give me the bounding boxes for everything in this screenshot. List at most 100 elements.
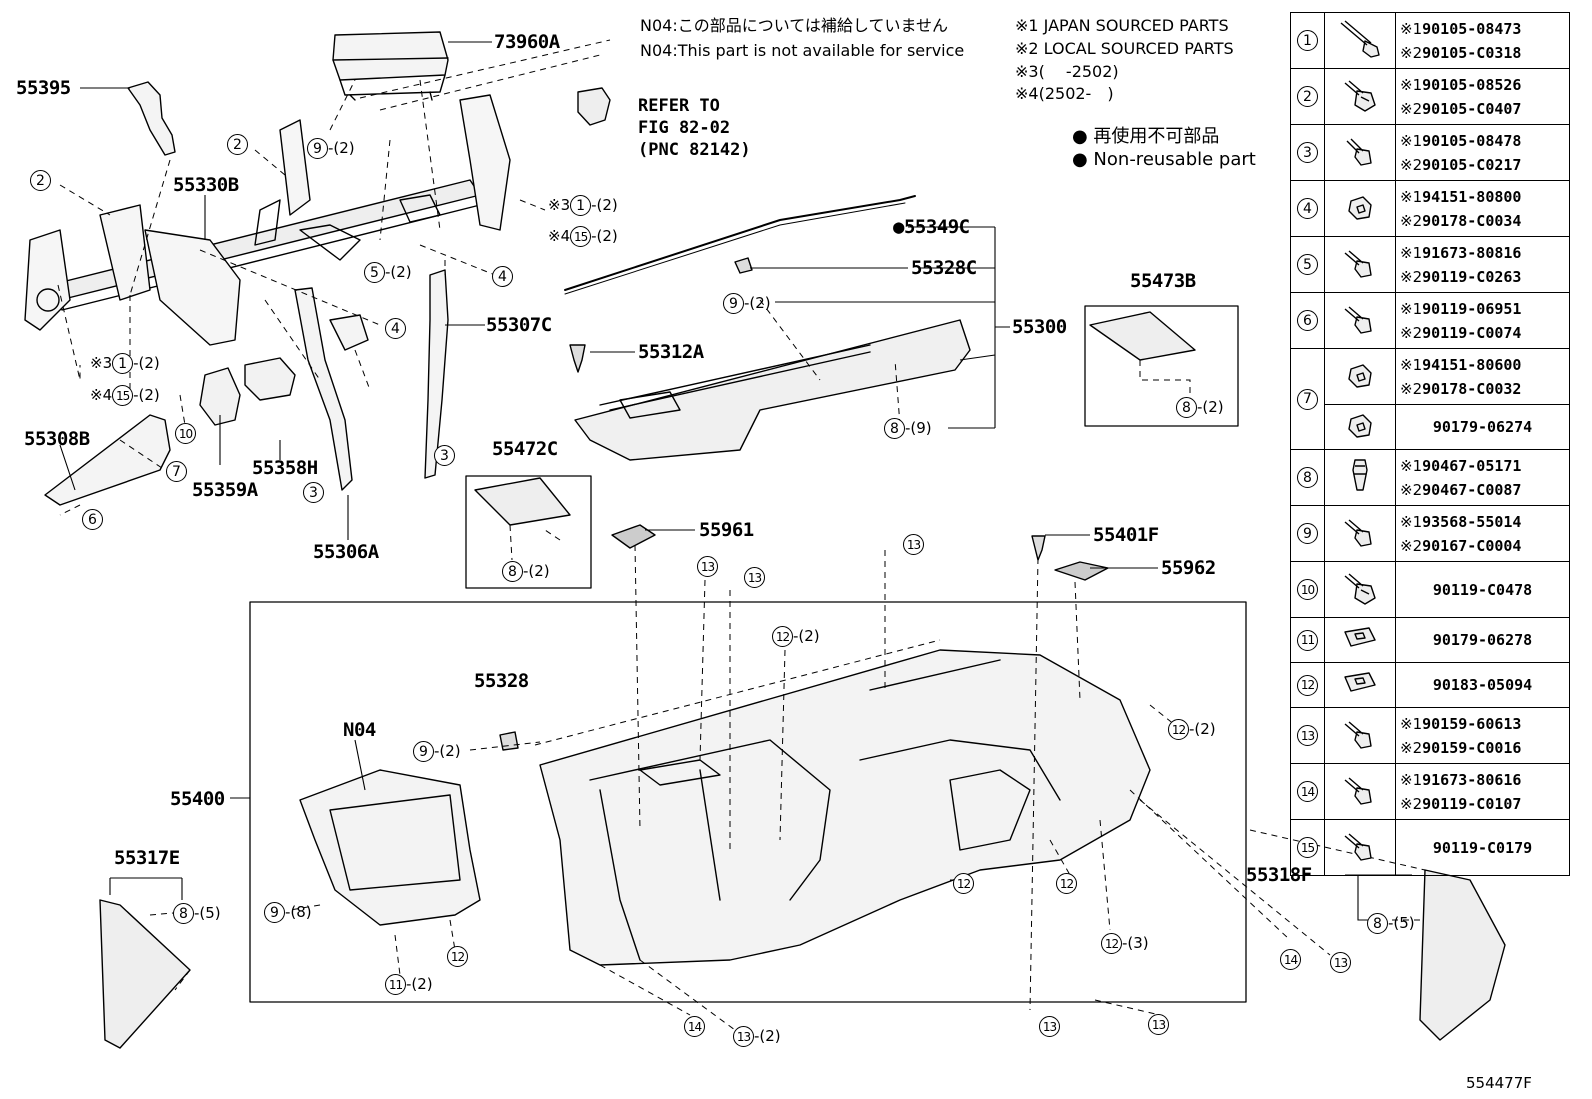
callout-2: 2 xyxy=(227,134,248,155)
callout-9: 9-(2) xyxy=(413,741,461,762)
label-N04: N04 xyxy=(343,719,376,741)
parts-table-partnumber-cell: ※190105-08478※290105-C0217 xyxy=(1395,124,1570,181)
callout-9: 9-(8) xyxy=(264,902,312,923)
label-55359A: 55359A xyxy=(192,479,258,501)
part-number-text: 90178-C0034 xyxy=(1422,211,1522,230)
fastener-number: 1 xyxy=(1297,30,1318,52)
label-55300: 55300 xyxy=(1012,316,1067,338)
fastener-number: 6 xyxy=(1297,310,1318,332)
parts-table-number-cell: 12 xyxy=(1290,662,1325,708)
callout-number: 12 xyxy=(1168,719,1189,740)
parts-table-row: 9※193568-55014※290167-C0004 xyxy=(1290,505,1570,562)
parts-table-number-cell: 7 xyxy=(1290,348,1325,450)
parts-table-number-cell: 11 xyxy=(1290,617,1325,663)
label-73960A: 73960A xyxy=(494,31,560,53)
callout-13: 13-(2) xyxy=(733,1026,781,1047)
callout-number: 9 xyxy=(723,293,744,314)
callout-qty: -(2) xyxy=(1197,398,1224,416)
callout-number: 13 xyxy=(903,534,924,555)
part-number: ※290159-C0016 xyxy=(1400,736,1569,760)
parts-table-number-cell: 15 xyxy=(1290,819,1325,876)
part-number: ※290105-C0217 xyxy=(1400,153,1569,177)
parts-table-icon-cell xyxy=(1324,12,1396,69)
callout-13: 13 xyxy=(1039,1016,1060,1037)
parts-table-partnumber-cell: 90179-06278 xyxy=(1395,617,1570,663)
callout-qty: -(2) xyxy=(406,975,433,993)
parts-table-icon-cell xyxy=(1324,124,1396,181)
part-number: 90119-C0179 xyxy=(1396,836,1569,860)
label-55317E: 55317E xyxy=(114,847,180,869)
part-number: ※190467-05171 xyxy=(1400,454,1569,478)
label-55962: 55962 xyxy=(1161,557,1216,579)
figure-id: 554477F xyxy=(1466,1074,1532,1092)
parts-table-number-cell: 2 xyxy=(1290,68,1325,125)
callout-number: 5 xyxy=(364,262,385,283)
parts-table-row: 3 ※190105-08478※290105-C0217 xyxy=(1290,124,1570,181)
part-number-text: 90179-06274 xyxy=(1432,418,1533,436)
part-number: 90183-05094 xyxy=(1396,673,1569,697)
bolt-icon xyxy=(1344,776,1372,805)
source-mark: ※2 xyxy=(1400,43,1423,62)
parts-table-icon-cell xyxy=(1324,348,1396,405)
lid-55472C-sketch xyxy=(474,477,571,526)
callout-8: 8-(5) xyxy=(1367,913,1415,934)
source-mark: ※2 xyxy=(1400,99,1423,118)
bolt-icon xyxy=(1344,720,1372,749)
parts-table-number-cell: 5 xyxy=(1290,236,1325,293)
parts-table-icon-cell xyxy=(1324,662,1396,708)
source-mark: ※2 xyxy=(1400,738,1423,757)
part-number-text: 90167-C0004 xyxy=(1422,536,1522,555)
long-bolt-icon xyxy=(1340,19,1380,58)
callout-number: 11 xyxy=(385,974,406,995)
callout-number: 8 xyxy=(1176,397,1197,418)
part-number: 90179-06274 xyxy=(1396,415,1569,439)
callout-8: 8-(2) xyxy=(1176,397,1224,418)
label-55308B: 55308B xyxy=(24,428,90,450)
callout-13: 13 xyxy=(1330,952,1351,973)
part-number: ※190105-08478 xyxy=(1400,129,1569,153)
upper-panel-55300-sketch xyxy=(574,319,971,461)
parts-table-row: 6※190119-06951※290119-C0074 xyxy=(1290,292,1570,349)
u-nut-icon xyxy=(1344,672,1376,692)
part-number: ※290467-C0087 xyxy=(1400,478,1569,502)
callout-number: 1 xyxy=(112,353,134,374)
callout-number: 12 xyxy=(772,626,793,647)
part-number-text: 90105-08526 xyxy=(1422,75,1522,94)
note-n04-en: N04:This part is not available for servi… xyxy=(640,41,965,60)
callout-qty: -(2) xyxy=(523,562,550,580)
part-number-text: 90119-C0107 xyxy=(1422,794,1522,813)
callout-number: 15 xyxy=(570,226,592,247)
callout-qty: -(8) xyxy=(285,903,312,921)
lid-55473B-sketch xyxy=(1089,311,1196,361)
parts-table-icon-cell xyxy=(1324,819,1396,876)
callout-qty: -(2) xyxy=(385,263,412,281)
label-55349C: ●55349C xyxy=(893,216,970,238)
callout-number: 14 xyxy=(684,1016,705,1037)
parts-table-icon-cell xyxy=(1324,505,1396,562)
fastener-number: 2 xyxy=(1297,86,1318,108)
fastener-number: 3 xyxy=(1297,142,1318,164)
part-number: ※194151-80600 xyxy=(1400,353,1569,377)
parts-table-number-cell: 4 xyxy=(1290,180,1325,237)
parts-table-number-cell: 1 xyxy=(1290,12,1325,69)
callout-12: 12-(2) xyxy=(772,626,820,647)
part-number: 90179-06278 xyxy=(1396,628,1569,652)
source-mark: ※1 xyxy=(1400,75,1423,94)
parts-table-partnumber-cell: 90119-C0179 xyxy=(1395,819,1570,876)
part-number-text: 90159-60613 xyxy=(1422,714,1522,733)
part-number: ※193568-55014 xyxy=(1400,510,1569,534)
u-nut-icon xyxy=(1344,627,1376,647)
note-source-local: ※2 LOCAL SOURCED PARTS xyxy=(1015,39,1234,58)
parts-table-row: 7※194151-80600※290178-C0032 xyxy=(1290,348,1570,450)
fastener-number: 7 xyxy=(1297,388,1318,410)
callout-qty: -(5) xyxy=(1388,914,1415,932)
parts-table-row: 5※191673-80816※290119-C0263 xyxy=(1290,236,1570,293)
part-number-text: 90105-08478 xyxy=(1422,131,1522,150)
parts-table-row: 2※190105-08526※290105-C0407 xyxy=(1290,68,1570,125)
bolt-icon xyxy=(1344,832,1372,861)
callout-number: 8 xyxy=(173,903,194,924)
callout-prefix: ※3 xyxy=(90,354,113,372)
fastener-number: 13 xyxy=(1297,725,1318,747)
